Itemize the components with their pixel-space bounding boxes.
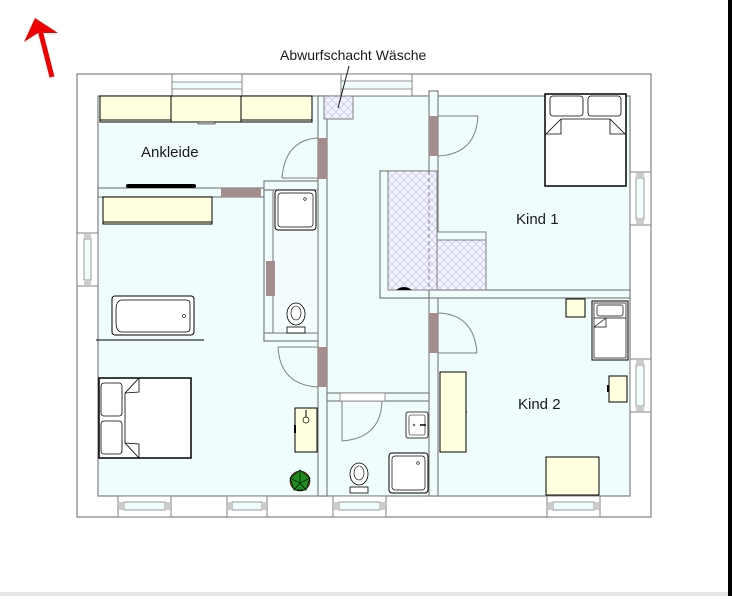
window-left bbox=[76, 232, 99, 287]
wardrobe-kind2 bbox=[439, 371, 467, 453]
window-right-kind1 bbox=[629, 171, 652, 226]
double-bed-kind1 bbox=[544, 93, 627, 187]
sink-bad bbox=[405, 411, 429, 439]
room-label-ankleide: Ankleide bbox=[141, 144, 199, 161]
toilet-bad bbox=[349, 462, 369, 494]
callout-laundry-chute: Abwurfschacht Wäsche bbox=[280, 47, 426, 63]
wardrobe-bedroom bbox=[102, 196, 213, 225]
window-right-kind2 bbox=[629, 358, 652, 413]
room-label-kind1: Kind 1 bbox=[516, 211, 559, 228]
room-label-kind2: Kind 2 bbox=[518, 396, 561, 413]
window-top-hall bbox=[340, 73, 413, 97]
window-bottom-1 bbox=[117, 495, 172, 518]
bathtub bbox=[111, 295, 195, 336]
stairwell bbox=[379, 170, 487, 299]
shower-wc bbox=[274, 189, 317, 231]
radiator-ankleide bbox=[126, 184, 196, 188]
plant-icon bbox=[289, 469, 311, 492]
page-edge-right bbox=[728, 0, 732, 596]
chair-kind2 bbox=[607, 375, 628, 403]
window-top-ankleide bbox=[171, 73, 243, 97]
north-arrow-icon bbox=[24, 18, 58, 78]
nightstand-kind2 bbox=[565, 298, 586, 318]
doors bbox=[221, 115, 479, 442]
toilet-wc bbox=[286, 302, 306, 334]
vanity-bedroom bbox=[294, 407, 318, 453]
window-bottom-4 bbox=[546, 495, 601, 518]
desk-kind2 bbox=[545, 456, 600, 496]
window-bottom-3 bbox=[332, 495, 387, 518]
wardrobe-ankleide bbox=[99, 95, 313, 125]
single-bed-kind2 bbox=[591, 300, 629, 361]
page-edge-bottom bbox=[0, 592, 728, 596]
window-bottom-2 bbox=[226, 495, 268, 518]
double-bed-parents bbox=[98, 377, 192, 459]
laundry-chute bbox=[323, 65, 354, 120]
shower-bad bbox=[388, 452, 429, 494]
